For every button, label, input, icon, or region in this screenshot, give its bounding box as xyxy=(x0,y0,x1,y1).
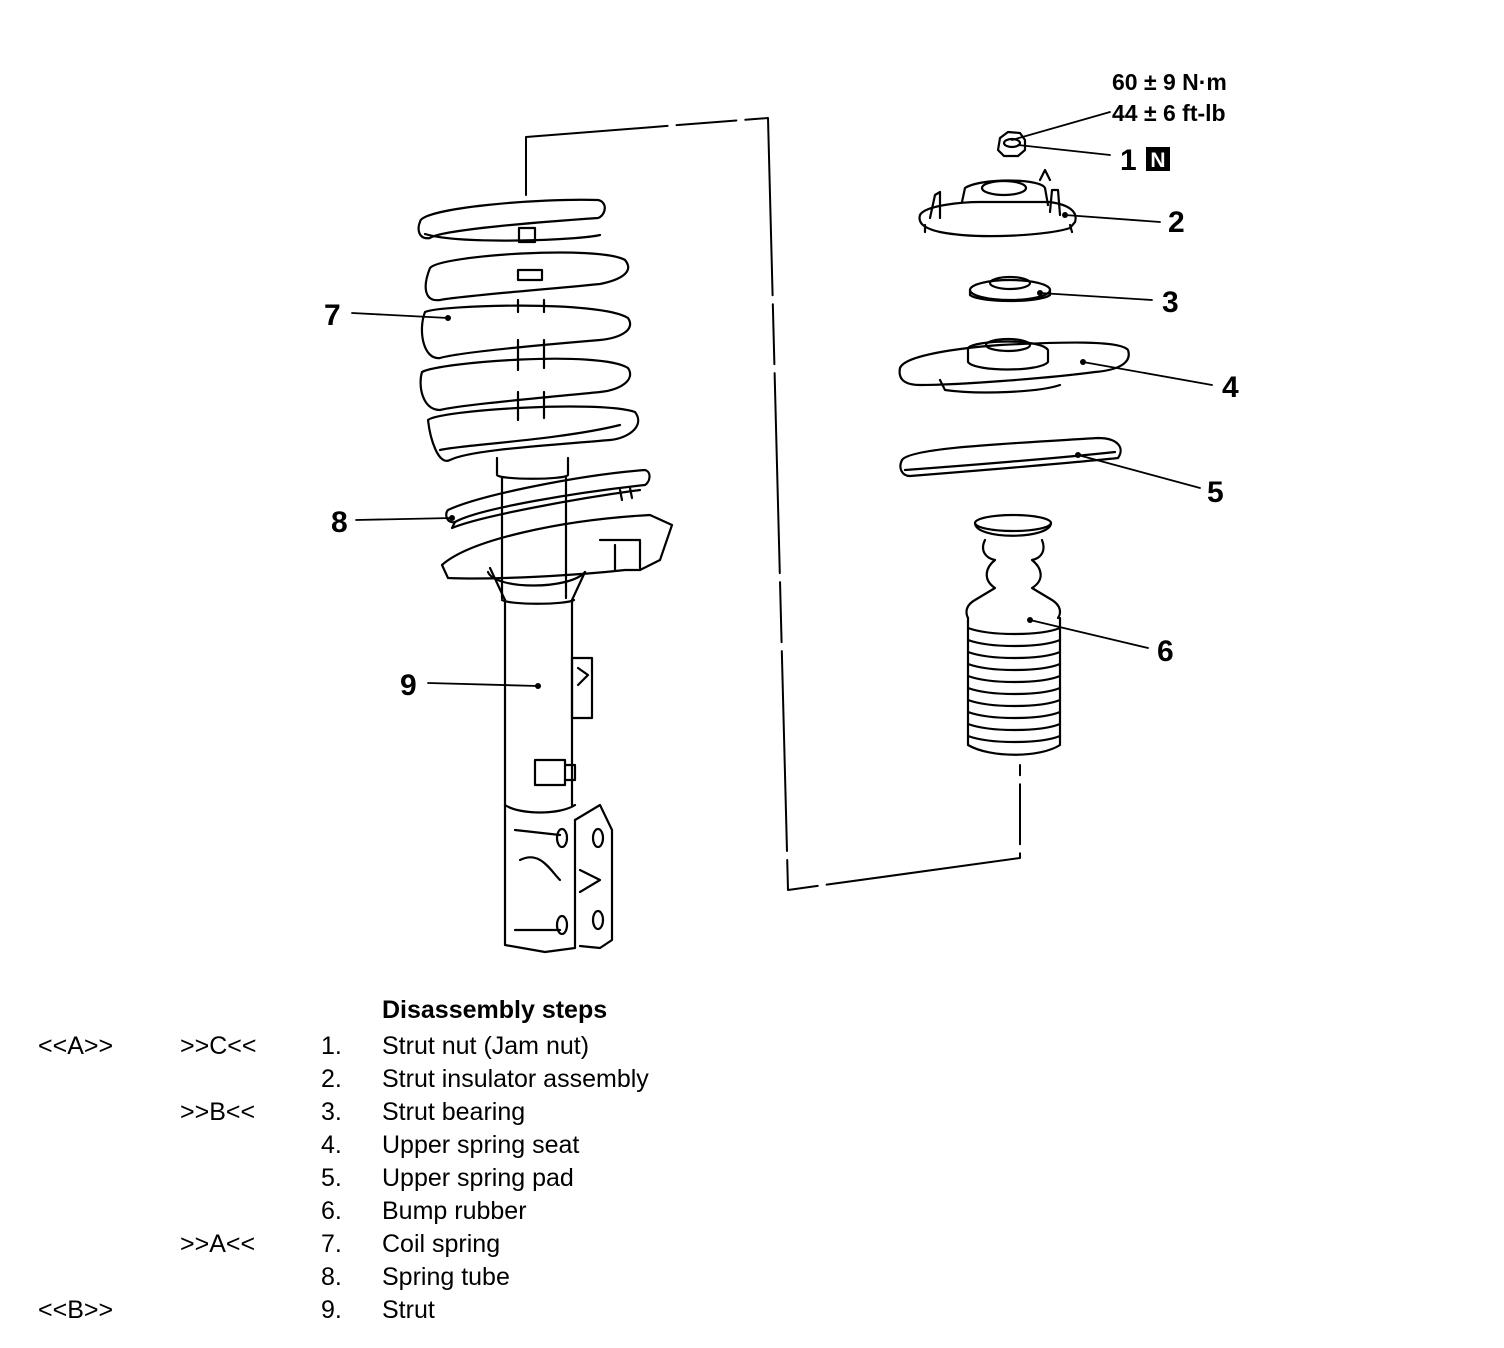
bump-rubber xyxy=(965,513,1062,756)
install-note: >>C<< xyxy=(180,1032,257,1060)
strut-body xyxy=(440,456,674,954)
step-number: 9. xyxy=(321,1296,342,1324)
callout-6: 6 xyxy=(1157,635,1174,668)
steps-title: Disassembly steps xyxy=(382,996,608,1024)
step-number: 5. xyxy=(321,1164,342,1192)
callout-3: 3 xyxy=(1162,286,1179,319)
install-note: >>A<< xyxy=(180,1230,256,1258)
torque-metric: 60 ± 9 N·m xyxy=(1112,69,1227,95)
torque-imperial: 44 ± 6 ft-lb xyxy=(1112,100,1226,126)
callout-4: 4 xyxy=(1222,371,1239,404)
removal-note: <<B>> xyxy=(38,1296,114,1324)
removal-note: <<A>> xyxy=(38,1032,114,1060)
step-number: 8. xyxy=(321,1263,342,1291)
upper-spring-seat xyxy=(898,337,1130,394)
strut-nut xyxy=(996,130,1027,158)
step-name: Strut xyxy=(382,1296,435,1324)
assembly-dash-line xyxy=(525,117,1021,891)
step-number: 2. xyxy=(321,1065,342,1093)
strut-bearing xyxy=(968,275,1052,303)
step-name: Strut insulator assembly xyxy=(382,1065,649,1093)
callout-1: 1 xyxy=(1120,144,1137,177)
upper-spring-pad xyxy=(899,436,1122,478)
step-name: Upper spring seat xyxy=(382,1131,580,1159)
step-number: 1. xyxy=(321,1032,342,1060)
step-name: Strut nut (Jam nut) xyxy=(382,1032,590,1060)
step-number: 6. xyxy=(321,1197,342,1225)
step-row: >>B<< 3. Strut bearing xyxy=(0,1098,900,1131)
step-name: Bump rubber xyxy=(382,1197,527,1225)
callout-9: 9 xyxy=(400,669,417,702)
step-number: 4. xyxy=(321,1131,342,1159)
step-name: Upper spring pad xyxy=(382,1164,574,1192)
leader-lines xyxy=(351,111,1213,687)
step-row: <<A>> >>C<< 1. Strut nut (Jam nut) xyxy=(0,1032,900,1065)
spring-tube xyxy=(445,468,651,530)
step-row: 4. Upper spring seat xyxy=(0,1131,900,1164)
strut-insulator xyxy=(918,168,1077,238)
new-part-badge-letter: N xyxy=(1150,149,1165,172)
step-row: 8. Spring tube xyxy=(0,1263,900,1296)
step-row: 6. Bump rubber xyxy=(0,1197,900,1230)
step-row: >>A<< 7. Coil spring xyxy=(0,1230,900,1263)
step-row: 5. Upper spring pad xyxy=(0,1164,900,1197)
callout-8: 8 xyxy=(331,506,348,539)
step-name: Spring tube xyxy=(382,1263,510,1291)
strut-exploded-diagram: 60 ± 9 N·m 44 ± 6 ft-lb 1 N 2 3 4 5 6 7 … xyxy=(324,69,1239,954)
coil-spring xyxy=(417,198,640,462)
new-part-badge xyxy=(1146,147,1170,171)
step-name: Coil spring xyxy=(382,1230,501,1258)
callout-2: 2 xyxy=(1168,206,1185,239)
callout-7: 7 xyxy=(324,299,341,332)
install-note: >>B<< xyxy=(180,1098,256,1126)
step-name: Strut bearing xyxy=(382,1098,526,1126)
step-row: <<B>> 9. Strut xyxy=(0,1296,900,1329)
callout-5: 5 xyxy=(1207,476,1224,509)
step-number: 3. xyxy=(321,1098,342,1126)
step-number: 7. xyxy=(321,1230,342,1258)
step-row: 2. Strut insulator assembly xyxy=(0,1065,900,1098)
